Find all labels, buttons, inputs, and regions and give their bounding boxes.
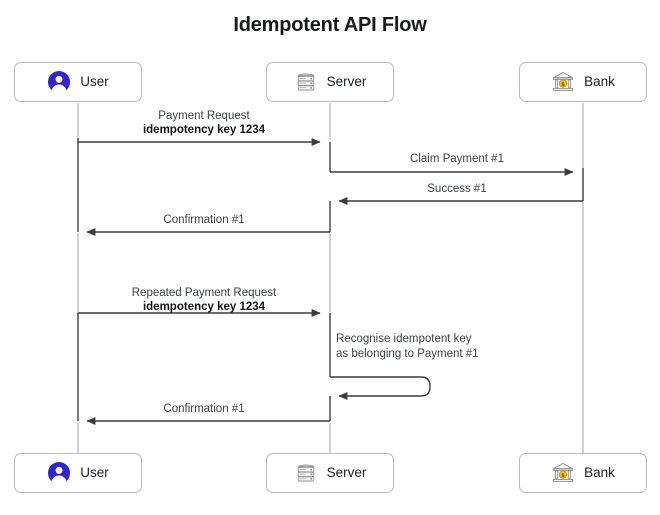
participant-label: User xyxy=(80,465,109,481)
server-rack-icon xyxy=(297,464,314,482)
message-label-payment-request: Payment Request idempotency key 1234 xyxy=(84,109,324,137)
message-label-confirmation-1: Confirmation #1 xyxy=(84,213,324,227)
participant-user-top[interactable]: User xyxy=(14,62,142,102)
participant-label: Bank xyxy=(584,465,615,481)
bank-building-icon: $ xyxy=(552,71,574,92)
user-avatar-icon xyxy=(48,71,71,94)
arrow-recognise-idempotent-key-self-loop xyxy=(329,376,431,421)
message-label-repeated-payment-request: Repeated Payment Request idempotency key… xyxy=(84,286,324,314)
message-line-1: Confirmation #1 xyxy=(163,214,245,226)
message-line-1: Confirmation #1 xyxy=(163,403,245,415)
user-avatar-icon xyxy=(48,462,71,485)
participant-bank-bottom[interactable]: $ Bank xyxy=(519,453,647,493)
svg-text:$: $ xyxy=(561,82,565,88)
message-label-success: Success #1 xyxy=(336,182,578,196)
message-line-1: Recognise idempotent key xyxy=(336,333,472,345)
bank-building-icon: $ xyxy=(552,462,574,483)
message-line-1: Repeated Payment Request xyxy=(131,287,277,299)
message-line-2: idempotency key 1234 xyxy=(142,301,266,313)
message-line-2: as belonging to Payment #1 xyxy=(336,348,479,360)
server-rack-icon xyxy=(297,73,314,91)
message-line-2: idempotency key 1234 xyxy=(142,124,266,136)
message-line-1: Success #1 xyxy=(427,183,487,195)
message-label-confirmation-2: Confirmation #1 xyxy=(84,402,324,416)
participant-label: Server xyxy=(326,465,367,481)
arrow-success xyxy=(329,172,584,232)
message-label-recognise-idempotent-key: Recognise idempotent key as belonging to… xyxy=(336,332,614,362)
participant-server-top[interactable]: Server xyxy=(266,62,394,102)
participant-label: Server xyxy=(326,74,367,90)
participant-label: User xyxy=(80,74,109,90)
participant-label: Bank xyxy=(584,74,615,90)
message-label-claim-payment: Claim Payment #1 xyxy=(336,152,578,166)
message-line-1: Payment Request xyxy=(158,110,250,122)
page-title: Idempotent API Flow xyxy=(233,14,427,36)
message-line-1: Claim Payment #1 xyxy=(410,153,504,165)
participant-server-bottom[interactable]: Server xyxy=(266,453,394,493)
svg-text:$: $ xyxy=(561,473,565,479)
participant-bank-top[interactable]: $ Bank xyxy=(519,62,647,102)
participant-user-bottom[interactable]: User xyxy=(14,453,142,493)
